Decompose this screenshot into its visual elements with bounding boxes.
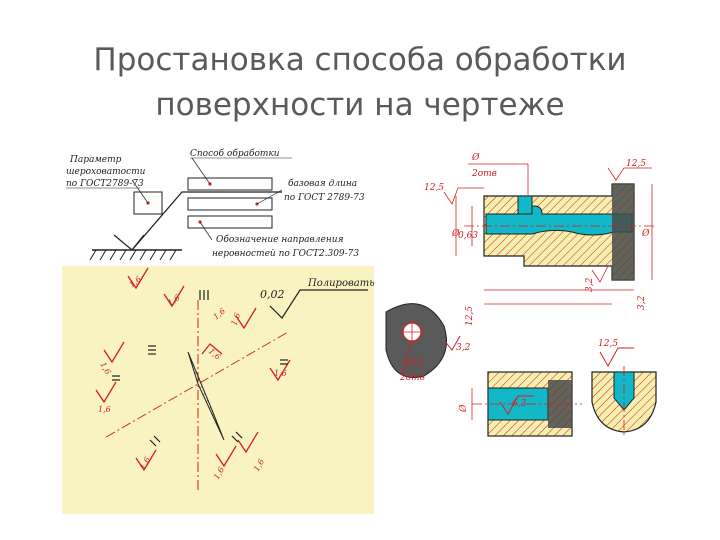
legend-direction-line2: неровностей по ГОСТ2.309-73 [212, 249, 359, 259]
shaft-d-2otv: Ø [471, 152, 480, 163]
shaft-r-right: 3,2 [585, 277, 595, 292]
legend-base-line1: базовая длина [288, 178, 357, 189]
cup-drawing: 12,5 [591, 339, 657, 436]
legend-param-line2: шероховатости [66, 167, 146, 177]
shaft-r-bottom: 3,2 [637, 295, 647, 310]
shaft-r-center: 0,63 [458, 231, 478, 241]
legend-param-line3: по ГОСТ2789-73 [66, 179, 144, 189]
cup-r: 12,5 [598, 339, 618, 349]
roughness-legend: Параметр шероховатости по ГОСТ2789-73 Сп… [66, 148, 365, 261]
legend-base-line2: по ГОСТ 2789-73 [284, 193, 365, 203]
title-line-2: поверхности на чертеже [155, 87, 565, 123]
legend-direction-line1: Обозначение направления [216, 234, 344, 245]
bushing-drawing: Ø 6,3 [458, 371, 582, 437]
shaft-r-top: 12,5 [626, 159, 646, 169]
bushing-d: Ø [458, 404, 469, 413]
roughness-value: 1,6 [274, 369, 287, 378]
flange-r: 3,2 [456, 343, 471, 353]
bushing-r: 6,3 [512, 399, 527, 409]
flange-drawing: Ø12 2отв 3,2 [385, 303, 471, 383]
shaft-r-side: 12,5 [465, 306, 475, 326]
technical-drawing: Параметр шероховатости по ГОСТ2789-73 Сп… [52, 140, 676, 514]
shaft-2otv: 2отв [471, 169, 497, 179]
roughness-value: 1,6 [98, 405, 111, 414]
flange-d: Ø12 [403, 358, 423, 369]
shaft-d-left: Ø [451, 228, 460, 239]
roughness-value: 1,6 [229, 312, 242, 327]
example-method: Полировать [307, 278, 375, 289]
example-value: 0,02 [260, 288, 285, 301]
drawing-canvas: Параметр шероховатости по ГОСТ2789-73 Сп… [62, 148, 657, 514]
legend-param-line1: Параметр [69, 155, 122, 165]
shaft-drawing: Ø 2отв 12,5 12,5 Ø 0,63 Ø 3,2 3,2 12,5 [424, 152, 656, 326]
shaft-d-right: Ø [641, 228, 650, 239]
title-line-1: Простановка способа обработки [93, 42, 627, 78]
orientation-panel: 0,02 Полировать 1,6 1,6 1,6 1,6 1,6 1,6 … [62, 266, 375, 514]
shaft-r-left: 12,5 [424, 183, 444, 193]
slide-title: Простановка способа обработки поверхност… [0, 38, 720, 128]
legend-method: Способ обработки [190, 148, 280, 159]
flange-note: 2отв [399, 373, 425, 383]
